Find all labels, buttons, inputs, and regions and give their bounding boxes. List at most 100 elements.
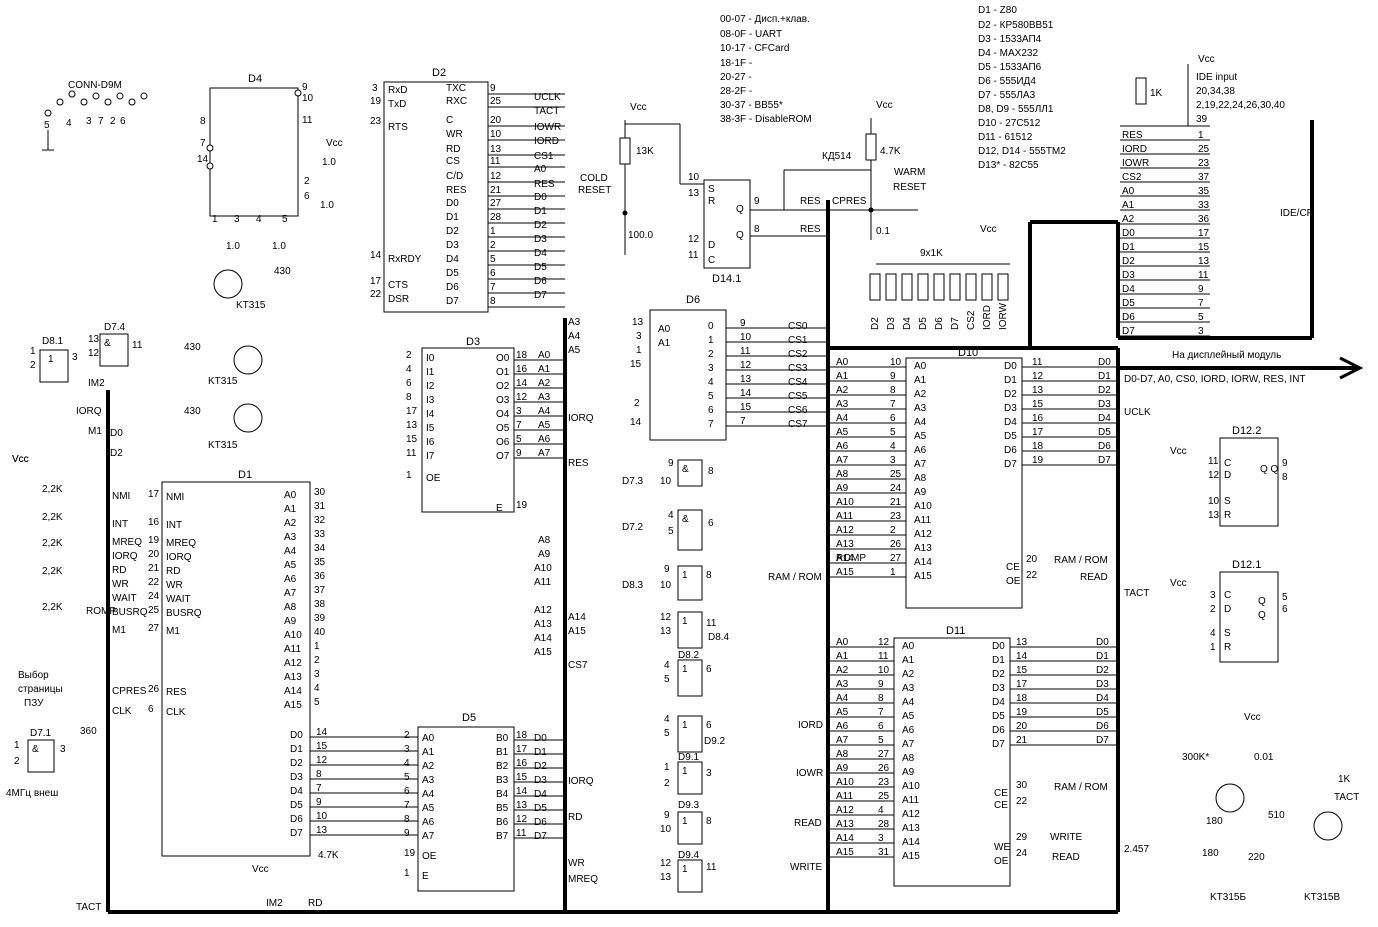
svg-text:14: 14: [370, 250, 382, 261]
d10-address-net: A12: [836, 525, 854, 536]
svg-text:2: 2: [14, 756, 20, 767]
d11-data-name: D4: [992, 697, 1005, 708]
d11-data-pin: 18: [1016, 693, 1028, 704]
d10-address-pin: 1: [890, 567, 896, 578]
svg-text:7: 7: [98, 116, 104, 127]
ide-net-name: D6: [1122, 312, 1135, 323]
d11-address-name: A13: [902, 823, 920, 834]
svg-text:20,34,38: 20,34,38: [1196, 86, 1235, 97]
d5-data-net: D4: [534, 789, 547, 800]
d11-address-name: A3: [902, 683, 915, 694]
d1-control-net: IORQ: [112, 551, 138, 562]
d6-output-pin: 13: [740, 374, 752, 385]
d2-pin-number: 10: [490, 129, 502, 140]
svg-text:Q: Q: [1258, 610, 1266, 621]
svg-text:3: 3: [636, 331, 642, 342]
d6-chip-select-net: CS1: [788, 335, 808, 346]
svg-text:R: R: [1224, 642, 1231, 653]
svg-text:D2: D2: [432, 67, 446, 79]
svg-text:13: 13: [660, 872, 672, 883]
d1-control-net: RD: [112, 565, 126, 576]
d1-control-name: NMI: [166, 492, 184, 503]
svg-text:4: 4: [668, 510, 674, 521]
d11-address-pin: 4: [878, 805, 884, 816]
ide-net-name: A2: [1122, 214, 1135, 225]
svg-text:1.0: 1.0: [320, 200, 334, 211]
svg-text:2,2K: 2,2K: [42, 602, 63, 613]
d1-control-pin: 19: [148, 535, 160, 546]
d11-data-name: D6: [992, 725, 1005, 736]
d1-addr-net: A9: [538, 549, 551, 560]
d1-data-pin: 8: [316, 769, 322, 780]
svg-text:12: 12: [660, 858, 672, 869]
svg-text:2: 2: [110, 116, 116, 127]
svg-text:11: 11: [706, 862, 717, 873]
d10-address-net: A13: [836, 539, 854, 550]
svg-text:38-3F - DisableROM: 38-3F - DisableROM: [720, 114, 812, 125]
d6-output-pin: 11: [740, 346, 751, 357]
svg-text:430: 430: [184, 406, 201, 417]
ide-pin-number: 33: [1198, 200, 1210, 211]
d10-address-name: A13: [914, 543, 932, 554]
d1-addr-net: A14: [534, 633, 552, 644]
svg-text:4МГц внеш: 4МГц внеш: [6, 788, 58, 799]
d3-net-label: A4: [538, 406, 551, 417]
svg-text:D11: D11: [946, 625, 965, 637]
d10-address-net: A5: [836, 427, 849, 438]
svg-text:D9.2: D9.2: [704, 736, 726, 747]
svg-text:D8, D9 - 555ЛЛ1: D8, D9 - 555ЛЛ1: [978, 104, 1054, 115]
svg-text:D6 - 555ИД4: D6 - 555ИД4: [978, 76, 1036, 87]
d10-data-name: D4: [1004, 417, 1017, 428]
d2-net-label: CS1: [534, 151, 554, 162]
d2-pin-number: 12: [490, 171, 502, 182]
d11-address-pin: 3: [878, 833, 884, 844]
d11-data-net: D4: [1096, 693, 1109, 704]
d1-control-net: BUSRQ: [112, 607, 148, 618]
d1-address-pin: 1: [314, 641, 320, 652]
d1-address-name: A14: [284, 686, 302, 697]
resnet-label: D5: [918, 317, 929, 330]
d5-input-name: A1: [422, 747, 435, 758]
d1-data-name: D3: [290, 772, 303, 783]
buses: [106, 120, 1364, 914]
d3-output-name: E: [496, 503, 503, 514]
svg-text:12: 12: [688, 234, 700, 245]
svg-text:C: C: [708, 255, 715, 266]
svg-text:12: 12: [1208, 470, 1220, 481]
svg-text:8: 8: [754, 224, 760, 235]
d3-input-name: I4: [426, 409, 435, 420]
d1-address-pin: 31: [314, 501, 326, 512]
d11-data-name: D7: [992, 739, 1005, 750]
d10-data-pin: 15: [1032, 399, 1044, 410]
d10-address-pin: 5: [890, 427, 896, 438]
svg-text:D1: D1: [238, 469, 252, 481]
d2-net-label: D4: [534, 248, 547, 259]
d6-chip-select-net: CS4: [788, 377, 808, 388]
d2-net-label: D1: [534, 206, 547, 217]
svg-text:M1: M1: [88, 426, 102, 437]
d1-control-pin: 27: [148, 623, 160, 634]
d2-pin-number: 27: [490, 198, 502, 209]
svg-text:11: 11: [302, 115, 313, 126]
d1-address-pin: 35: [314, 557, 326, 568]
d11-address-net: A6: [836, 721, 849, 732]
svg-text:00-07 - Дисп.+клав.: 00-07 - Дисп.+клав.: [720, 14, 810, 25]
resistor: [949, 273, 961, 301]
d3-input-pin: 17: [406, 406, 418, 417]
svg-text:11: 11: [706, 618, 717, 629]
resnet-label: D2: [870, 317, 881, 330]
d1-data-pin: 9: [316, 797, 322, 808]
svg-text:14: 14: [197, 154, 209, 165]
d1-data-name: D5: [290, 800, 303, 811]
d2-net-label: IOWR: [534, 122, 561, 133]
svg-text:RTS: RTS: [388, 122, 408, 133]
svg-text:&: &: [682, 514, 689, 525]
d1-address-name: A6: [284, 574, 297, 585]
d10-address-name: A10: [914, 501, 932, 512]
d11-data-name: D2: [992, 669, 1005, 680]
svg-text:D14.1: D14.1: [712, 273, 741, 285]
d1-control-net: CLK: [112, 706, 132, 717]
svg-text:KT315: KT315: [208, 440, 238, 451]
